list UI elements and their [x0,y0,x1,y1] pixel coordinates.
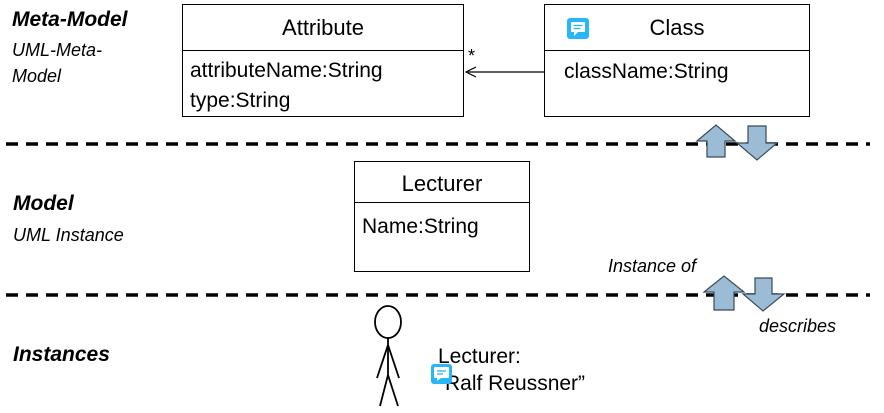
comment-icon[interactable] [431,364,452,384]
instance-line-1: Lecturer: [438,345,521,368]
attribute-class-attr-2: type:String [190,89,291,112]
comment-icon[interactable] [567,18,589,39]
attribute-class-box: Attribute attributeName:String type:Stri… [182,4,464,117]
meta-model-title: Meta-Model [12,8,128,31]
association-multiplicity: * [468,46,476,66]
down-arrow-icon [735,125,779,161]
lecturer-class-box: Lecturer Name:String [354,161,530,272]
describes-label: describes [759,316,837,336]
meta-model-subtitle-line2: Model [12,66,62,86]
association-arrow [464,66,544,78]
class-class-attr-1: className:String [564,60,729,83]
stick-figure-icon [374,305,402,407]
lecturer-class-attr-1: Name:String [362,215,479,238]
down-arrow-icon [741,277,786,312]
model-subtitle: UML Instance [13,225,124,245]
attribute-class-attr-1: attributeName:String [190,59,383,82]
up-arrow-icon [695,124,737,158]
class-class-name: Class [545,5,809,51]
lecturer-class-name: Lecturer [355,162,529,203]
instance-name: Ralf Reussner” [445,372,586,395]
class-class-box: Class className:String [544,4,810,117]
model-title: Model [13,192,74,215]
instance-of-label: Instance of [608,256,697,276]
meta-model-subtitle-line1: UML-Meta- [12,40,103,60]
attribute-class-name: Attribute [183,5,463,51]
up-arrow-icon [702,275,746,311]
instances-title: Instances [13,343,110,366]
